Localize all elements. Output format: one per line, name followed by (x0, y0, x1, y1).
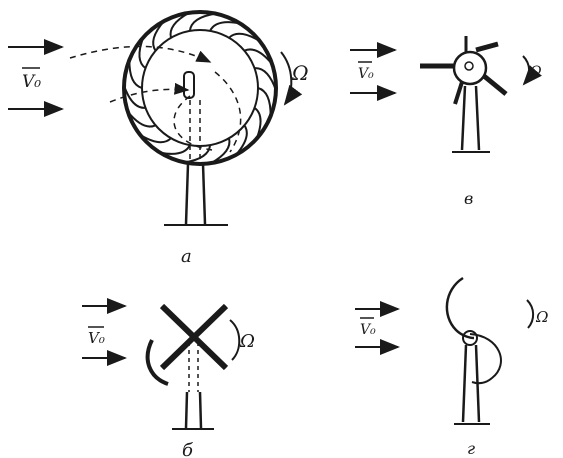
wind-velocity-label: V₀ (22, 72, 41, 92)
tower-left (461, 344, 468, 423)
hub-center (464, 61, 474, 71)
flow-line (109, 82, 190, 103)
rotor-blade (123, 85, 146, 109)
wind-velocity-label: V₀ (88, 329, 105, 347)
flow-line (69, 45, 212, 63)
tower-right (201, 163, 207, 225)
tower-right (474, 344, 481, 423)
savonius-lower-blade (469, 333, 502, 385)
rotor-blade (243, 48, 273, 65)
panel-b: V₀ Ω б (82, 298, 255, 458)
rotation-label: Ω (535, 308, 548, 326)
panel-caption: а (181, 246, 192, 267)
rotor-blade (159, 144, 191, 155)
rotor-blade (184, 144, 212, 164)
tower-right (198, 391, 203, 429)
rotor-blade (152, 20, 165, 52)
panel-a: V₀ Ω а (8, 10, 309, 267)
rotation-arrow (229, 319, 241, 361)
tower-right (474, 85, 481, 151)
rotor-blade (188, 12, 216, 32)
hub-sphere (452, 50, 488, 86)
rotation-arrow (522, 55, 542, 86)
rotor-blade (128, 59, 143, 89)
flow-line (214, 71, 242, 153)
rotation-arrow (280, 51, 303, 106)
rotor-blade (257, 87, 272, 117)
hub (462, 330, 478, 346)
panel-v: V₀ Ω в (350, 36, 542, 208)
rotor-blade (138, 37, 147, 70)
savonius-upper-blade (445, 276, 475, 340)
curved-vane (145, 339, 169, 386)
rotor-blade (228, 32, 261, 42)
vane (453, 81, 464, 105)
wind-velocity-label: V₀ (358, 66, 374, 82)
rotor-blades (123, 11, 277, 165)
panel-caption: в (464, 189, 473, 208)
flow-line (173, 95, 213, 151)
tower-left (184, 391, 189, 429)
rotor-blade (253, 106, 262, 139)
rotation-label: Ω (529, 64, 542, 80)
tower-left (460, 85, 467, 151)
rotation-arrow (526, 299, 535, 329)
panel-caption: б (182, 440, 194, 458)
rotor-blade (210, 137, 231, 165)
rotation-label: Ω (239, 331, 255, 352)
rotor-blade (254, 67, 277, 91)
rotor-outer-ring (122, 10, 278, 166)
tower-left (184, 163, 190, 225)
wind-velocity-label: V₀ (360, 322, 376, 338)
rotor-blade (127, 111, 157, 128)
rotor-blade (235, 124, 248, 156)
panel-g: V₀ Ω г (355, 276, 548, 458)
rotation-label: Ω (291, 61, 309, 85)
rotor-blade (209, 21, 241, 32)
rotor-blade (169, 11, 190, 39)
vane (482, 74, 508, 96)
hub (183, 71, 195, 99)
hub (190, 334, 196, 340)
rotor-blade (139, 134, 172, 144)
vane (475, 41, 499, 53)
panel-caption: г (467, 439, 475, 458)
